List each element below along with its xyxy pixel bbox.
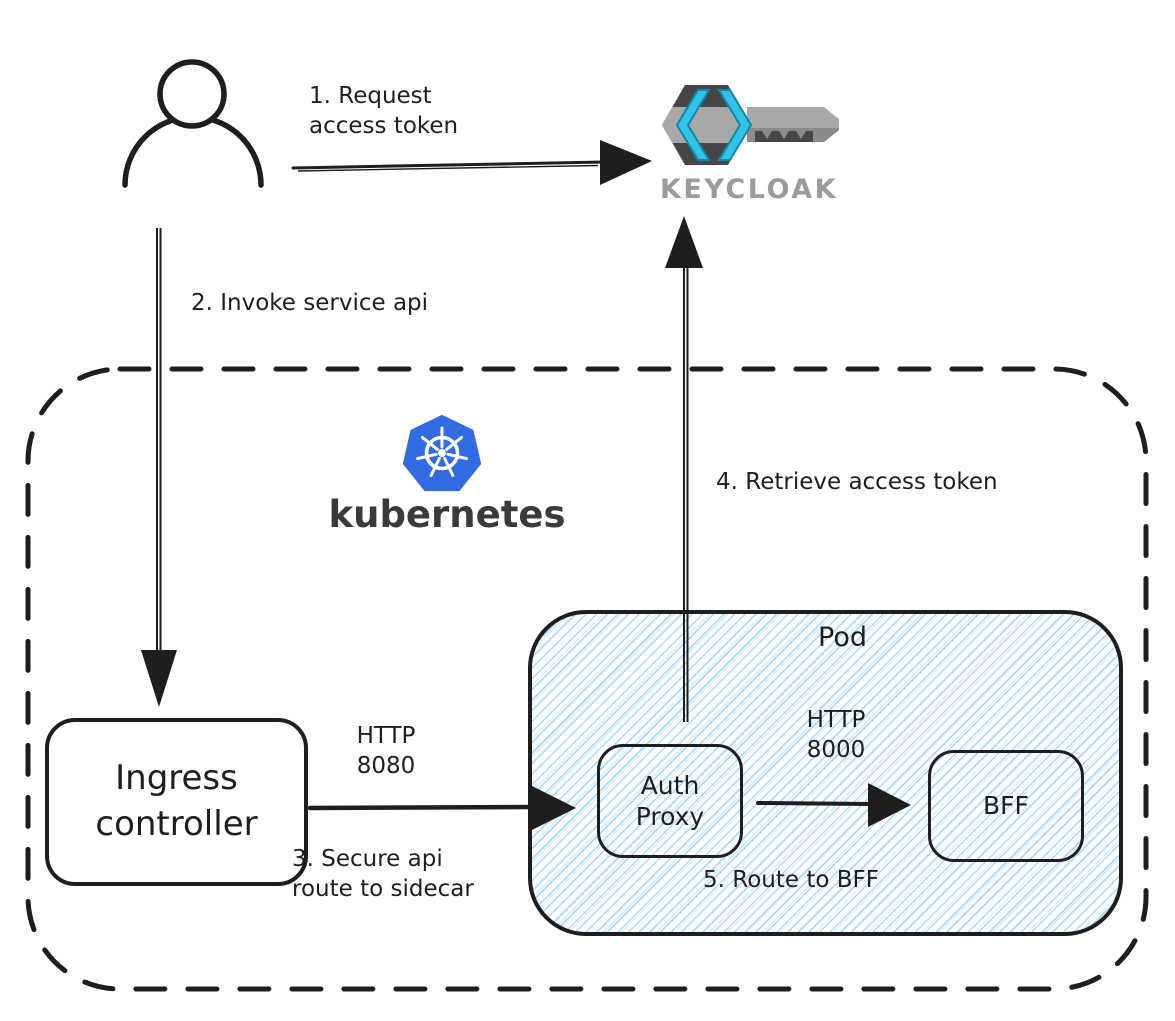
auth-proxy-box: Auth Proxy (597, 744, 743, 858)
pod-label: Pod (818, 622, 867, 653)
step2-arrow (141, 228, 177, 707)
ingress-controller-label-line1: Ingress (115, 758, 238, 799)
kubernetes-cluster-boundary (25, 366, 1149, 992)
keycloak-label: KEYCLOAK (660, 174, 838, 205)
kubernetes-label: kubernetes (328, 493, 565, 536)
ingress-controller-box: Ingress controller (45, 718, 308, 886)
step1-arrow (291, 140, 652, 185)
step2-label: 2. Invoke service api (191, 290, 429, 316)
step3-label-line2: route to sidecar (292, 875, 474, 902)
step5-arrow (756, 783, 911, 827)
step5-protocol-line2: 8000 (806, 736, 866, 763)
step1-label-line1: 1. Request (309, 83, 432, 109)
keycloak-key-icon (662, 85, 839, 165)
auth-proxy-label-line2: Proxy (635, 802, 705, 831)
step1-label: 1. Request access token (309, 82, 458, 142)
kubernetes-logo: kubernetes (328, 413, 566, 536)
step5-protocol-line1: HTTP (806, 707, 866, 733)
step5-port-label: HTTP 8000 (786, 706, 886, 766)
kubernetes-helm-icon (401, 413, 483, 493)
step4-arrow (665, 216, 703, 722)
step3-arrow (307, 785, 576, 831)
step5-label: 5. Route to BFF (703, 867, 879, 893)
step3-protocol-line2: 8080 (356, 752, 416, 779)
auth-proxy-label-line1: Auth (640, 770, 700, 800)
step3-label: 3. Secure api route to sidecar (292, 845, 474, 905)
step3-label-line1: 3. Secure api (292, 846, 443, 872)
ingress-controller-label-line2: controller (95, 804, 258, 844)
step1-label-line2: access token (309, 112, 459, 139)
step4-label: 4. Retrieve access token (716, 469, 998, 495)
keycloak-logo: KEYCLOAK (660, 85, 839, 205)
bff-box: BFF (928, 750, 1084, 862)
bff-label: BFF (983, 791, 1029, 821)
step3-port-label: HTTP 8080 (336, 722, 436, 782)
step3-protocol-line1: HTTP (356, 723, 416, 749)
person-icon (122, 59, 264, 188)
pod-box (528, 610, 1123, 936)
